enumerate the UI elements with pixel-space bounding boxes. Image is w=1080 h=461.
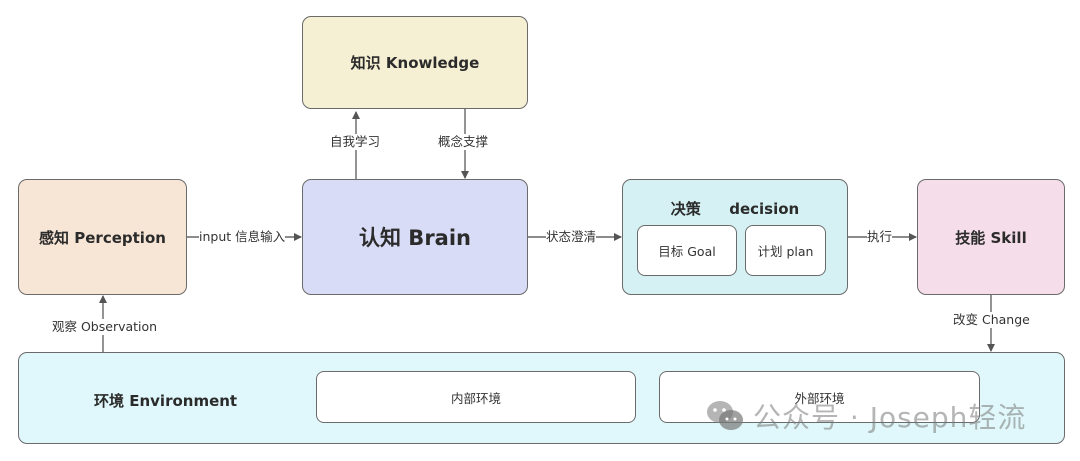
- goal-label: 目标 Goal: [658, 244, 716, 259]
- edge-label-input: input 信息输入: [199, 229, 286, 245]
- decision-title: 决策 decision: [623, 198, 847, 219]
- watermark: 公众号 · Joseph轻流: [705, 396, 1026, 436]
- knowledge-node[interactable]: 知识 Knowledge: [302, 16, 528, 109]
- perception-node[interactable]: 感知 Perception: [18, 179, 187, 295]
- edge-label-self-learning: 自我学习: [330, 134, 381, 150]
- external-env-node[interactable]: 外部环境: [659, 371, 980, 423]
- brain-label: 认知 Brain: [359, 226, 471, 250]
- goal-node[interactable]: 目标 Goal: [637, 225, 737, 276]
- decision-title-en: decision: [729, 200, 800, 218]
- brain-node[interactable]: 认知 Brain: [302, 179, 528, 295]
- perception-label: 感知 Perception: [39, 228, 166, 247]
- internal-env-label: 内部环境: [450, 390, 501, 406]
- external-env-label: 外部环境: [794, 390, 845, 406]
- plan-node[interactable]: 计划 plan: [745, 225, 826, 276]
- decision-title-cn: 决策: [670, 200, 701, 218]
- edge-label-change: 改变 Change: [953, 312, 1030, 328]
- environment-label: 环境 Environment: [94, 392, 238, 410]
- edge-label-concept-support: 概念支撑: [438, 134, 489, 150]
- knowledge-label: 知识 Knowledge: [350, 54, 480, 72]
- environment-node[interactable]: 环境 Environment 内部环境 外部环境: [18, 352, 1065, 444]
- plan-label: 计划 plan: [757, 244, 814, 259]
- skill-label: 技能 Skill: [955, 228, 1027, 247]
- edge-label-execute: 执行: [867, 229, 893, 245]
- edge-label-state-clarify: 状态澄清: [546, 229, 597, 245]
- skill-node[interactable]: 技能 Skill: [917, 179, 1065, 295]
- wechat-icon: [707, 401, 743, 430]
- edge-label-observation: 观察 Observation: [52, 319, 158, 335]
- decision-node[interactable]: 决策 decision 目标 Goal 计划 plan: [622, 179, 848, 295]
- internal-env-node[interactable]: 内部环境: [316, 371, 636, 423]
- watermark-text: 公众号 · Joseph轻流: [753, 401, 1027, 434]
